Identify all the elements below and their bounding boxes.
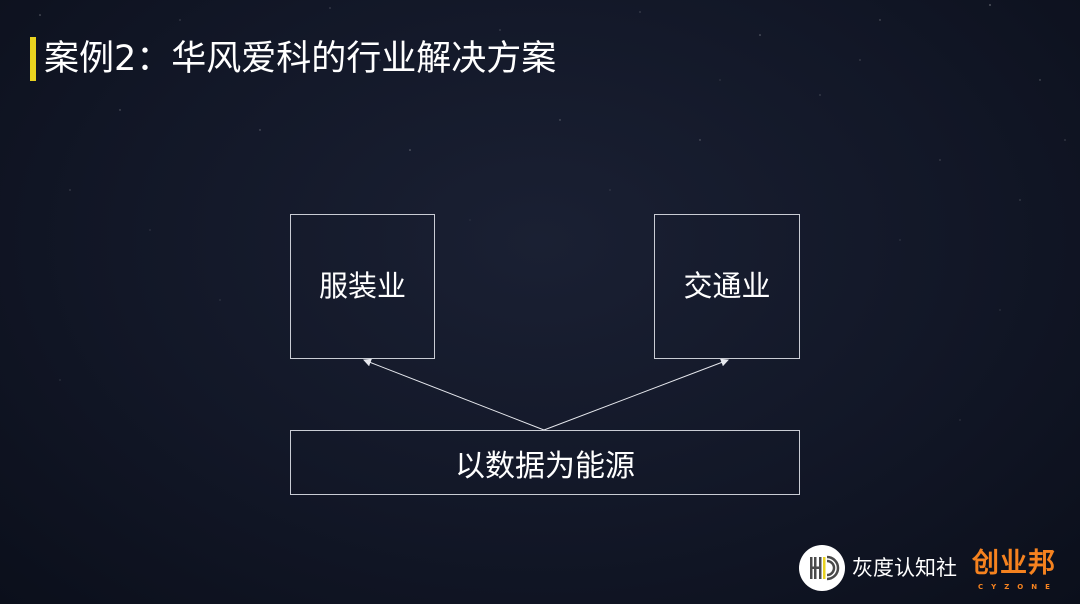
org-logo-icon	[799, 545, 845, 591]
brand-logo-subtext: CYZONE	[978, 583, 1058, 591]
node-apparel-label: 服装业	[318, 268, 406, 303]
node-data-energy: 以数据为能源	[290, 430, 800, 495]
arrow-to-transport	[543, 358, 729, 431]
node-data-energy-label: 以数据为能源	[455, 448, 635, 484]
node-apparel: 服装业	[290, 214, 435, 359]
arrow-to-apparel	[363, 358, 545, 431]
title-accent-bar	[30, 37, 36, 81]
node-transport-label: 交通业	[683, 268, 771, 303]
slide-title: 案例2：华风爱科的行业解决方案	[44, 39, 557, 79]
brand-logo: 创业邦	[972, 548, 1056, 579]
node-transport: 交通业	[654, 214, 800, 359]
org-name: 灰度认知社	[852, 556, 957, 580]
